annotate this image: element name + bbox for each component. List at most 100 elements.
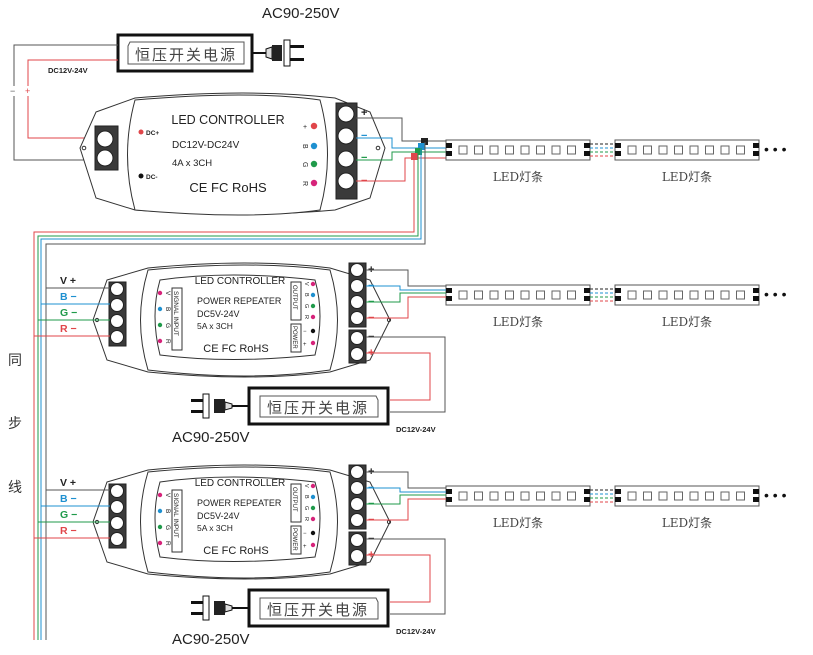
output-pin-label: G — [303, 304, 309, 308]
led-chip — [505, 290, 514, 300]
output-label: OUTPUT — [291, 487, 297, 512]
repeaters: V + B − G − R − LED CONTROLLER POWER REPEATER… — [34, 262, 446, 648]
led-chip — [536, 290, 545, 300]
repeater-model: POWER REPEATER — [197, 498, 282, 508]
top-section: AC90-250V 恒压开关电源 DC12V-24V − + — [8, 5, 446, 216]
led-chip — [567, 290, 576, 300]
plug-icon — [191, 595, 233, 621]
repeater-title: LED CONTROLLER — [195, 478, 286, 489]
repeater-model: POWER REPEATER — [197, 296, 282, 306]
main-controller: LED CONTROLLER DC12V-DC24V 4A x 3CH CE F… — [79, 92, 386, 216]
led-chip — [643, 491, 652, 501]
output-pin-label: R — [303, 517, 309, 521]
led-chip — [720, 145, 730, 155]
led-chip — [705, 145, 714, 155]
input-wire-label: G − — [60, 307, 77, 319]
led-chip — [458, 145, 468, 155]
screw-terminal — [350, 331, 364, 345]
minus-sign: − — [10, 86, 15, 96]
led-strip-label: LED灯条 — [493, 170, 543, 184]
led-strip-label: LED灯条 — [493, 516, 543, 530]
main-dc-label: DC12V-24V — [48, 66, 88, 75]
repeater-certs: CE FC RoHS — [203, 343, 268, 355]
input-wire-label: B − — [60, 291, 77, 303]
screw-terminal — [110, 298, 124, 312]
signal-pin-label: R — [164, 339, 171, 344]
led-chip — [520, 290, 530, 300]
output-pin-label: G — [303, 506, 309, 510]
plug-icon — [265, 39, 304, 67]
led-chip — [689, 491, 699, 501]
led-strip-label: LED灯条 — [662, 516, 712, 530]
led-chip — [689, 145, 699, 155]
main-controller-certs: CE FC RoHS — [189, 180, 267, 195]
power-pin-label: + — [303, 342, 307, 348]
out-r-label: R — [301, 181, 308, 186]
led-chip — [674, 290, 683, 300]
term-sign-b: − — [361, 130, 367, 142]
signal-pin-label: G — [164, 323, 171, 328]
led-strip: LED灯条 — [445, 284, 591, 329]
screw-terminal — [110, 330, 124, 344]
ac-label: AC90-250V — [172, 631, 250, 648]
led-chip — [474, 491, 483, 501]
output-pin-label: V — [303, 282, 309, 286]
dc-label: DC12V-24V — [396, 425, 436, 434]
led-strip-label: LED灯条 — [662, 315, 712, 329]
led-chip — [720, 290, 730, 300]
main-controller-current: 4A x 3CH — [172, 158, 212, 169]
main-psu-label: 恒压开关电源 — [135, 46, 237, 64]
led-chip — [551, 290, 561, 300]
led-chip — [489, 145, 499, 155]
screw-terminal — [110, 484, 124, 498]
signal-input-label: SIGNAL INPUT — [172, 291, 179, 336]
screw-terminal — [350, 263, 364, 277]
led-chip — [627, 491, 637, 501]
power-pin-label: − — [303, 329, 307, 335]
power-label: POWER — [291, 326, 297, 349]
sync-label-1: 同 — [8, 353, 22, 369]
signal-pin-label: G — [164, 525, 171, 530]
main-power-supply: 恒压开关电源 — [116, 33, 304, 73]
main-controller-title: LED CONTROLLER — [171, 113, 284, 127]
led-chip — [627, 145, 637, 155]
screw-terminal — [110, 500, 124, 514]
screw-terminal — [350, 347, 364, 361]
signal-pin-label: V — [164, 291, 171, 296]
led-chip — [658, 145, 668, 155]
led-chip — [658, 491, 668, 501]
screw-terminal — [350, 465, 364, 479]
screw-terminal — [350, 481, 364, 495]
signal-pin-label: B — [164, 307, 171, 311]
led-chip — [720, 491, 730, 501]
ac-label: AC90-250V — [172, 429, 250, 446]
screw-terminal — [350, 279, 364, 293]
led-strip-label: LED灯条 — [662, 170, 712, 184]
screw-terminal — [110, 282, 124, 296]
power-pin-label: + — [303, 544, 307, 550]
input-wire-label: R − — [60, 323, 77, 335]
screw-terminal — [350, 311, 364, 325]
main-controller-voltage: DC12V-DC24V — [172, 140, 240, 151]
dc-label: DC12V-24V — [396, 627, 436, 636]
screw-terminal — [350, 295, 364, 309]
psu-label: 恒压开关电源 — [267, 601, 369, 619]
sync-label-2: 步 — [8, 416, 22, 432]
repeater-voltage: DC5V-24V — [197, 511, 240, 521]
out-plus-label: + — [303, 124, 307, 131]
plus-sign: + — [25, 86, 30, 96]
led-chip — [674, 491, 683, 501]
led-chip — [689, 290, 699, 300]
power-label: POWER — [291, 528, 297, 551]
continuation-dots: • • • — [764, 286, 787, 302]
screw-terminal — [350, 513, 364, 527]
led-chip — [505, 145, 514, 155]
output-pin-label: V — [303, 484, 309, 488]
term-sign-g: − — [361, 152, 367, 164]
sync-bus: 同 步 线 — [8, 142, 426, 640]
input-wire-label: B − — [60, 493, 77, 505]
output-pin-label: B — [303, 293, 309, 297]
screw-terminal — [110, 516, 124, 530]
